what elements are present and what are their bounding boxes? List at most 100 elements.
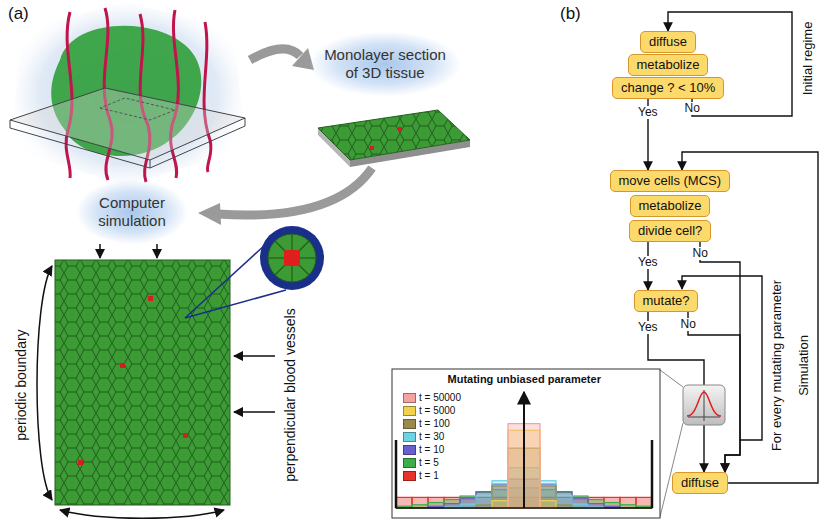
monolayer-slab-part [318, 110, 470, 160]
glow-label: Computer simulation [77, 180, 187, 244]
text-label: Mutating unbiased parameter [446, 373, 603, 386]
legend-entry: t = 50000 [403, 391, 461, 404]
legend-swatch [403, 445, 416, 455]
histogram-bar [524, 424, 540, 508]
histogram-bar [556, 495, 572, 508]
simulation-grid-part [55, 260, 230, 505]
process-box: metabolize [630, 195, 711, 217]
histogram-bar [492, 486, 508, 508]
histogram-bar [572, 499, 588, 508]
process-box: diffuse [640, 31, 696, 53]
blood-vessels-part [170, 10, 178, 178]
histogram-bar [588, 500, 604, 508]
process-box: metabolize [628, 54, 709, 76]
node-text: diffuse [649, 34, 687, 50]
histogram-bar [572, 496, 588, 508]
zoom-callout-part [284, 250, 300, 266]
simulation-grid-part [183, 433, 188, 438]
process-box: divide cell? [629, 220, 711, 242]
gaussian-icon-part [688, 417, 720, 418]
vertical-label: Simulation [796, 335, 811, 396]
node-text: metabolize [637, 57, 700, 73]
vertical-label: perpendicular blood vessels [282, 308, 298, 482]
histogram-bar [540, 501, 556, 508]
histogram-bar [588, 497, 604, 508]
vessel-arrows-part [99, 244, 101, 258]
node-text: move cells (MCS) [619, 173, 722, 189]
periodic-arrows-part [60, 510, 224, 518]
zoom-callout-part [268, 234, 316, 282]
legend-swatch [403, 419, 416, 429]
legend-swatch [403, 406, 416, 416]
vertical-label: For every mutating parameter [770, 279, 785, 450]
gaussian-icon [683, 385, 725, 425]
zoom-callout-part-part [298, 241, 309, 252]
legend-entry: t = 10 [403, 443, 461, 456]
histogram-bar [412, 497, 428, 508]
branch-label: Yes [636, 106, 660, 119]
tissue-3d [10, 2, 245, 185]
histogram-bar [476, 495, 492, 508]
histogram-bar [460, 496, 476, 508]
vertical-label: periodic boundary [12, 329, 28, 440]
process-arrow [198, 168, 372, 225]
histogram-bar [476, 492, 492, 508]
zoom-lines-part [660, 423, 683, 517]
histogram-bar [444, 500, 460, 508]
legend-swatch [403, 393, 416, 403]
legend-entry: t = 100 [403, 417, 461, 430]
histogram-inset-part [392, 369, 660, 518]
histogram-bar [540, 481, 556, 508]
histogram-bar [604, 503, 620, 508]
histogram-inset [392, 369, 660, 518]
gaussian-icon-part [683, 385, 725, 425]
periodic-arrows-part [37, 266, 52, 500]
legend-text: t = 100 [419, 418, 450, 429]
process-box: move cells (MCS) [610, 170, 731, 192]
monolayer-slab [318, 110, 470, 167]
node-text: mutate? [643, 293, 690, 309]
legend-swatch [403, 471, 416, 481]
branch-label: No [683, 102, 702, 115]
legend-text: t = 10 [419, 444, 444, 455]
text-label: (a) [8, 4, 29, 24]
histogram-bar [460, 497, 476, 508]
node-text: diffuse [681, 475, 719, 491]
vessel-arrows [100, 244, 275, 412]
histogram-inset-part [395, 440, 398, 508]
glow-label: Monolayer section of 3D tissue [310, 32, 460, 96]
zoom-callout-part [185, 290, 286, 318]
process-arrow-part [250, 49, 300, 60]
process-arrow-part [198, 203, 221, 225]
zoom-callout-part-part [275, 264, 286, 275]
histogram-bar [636, 497, 652, 508]
gaussian-icon-part [704, 390, 705, 421]
tissue-slab [10, 88, 245, 160]
blood-vessels-part [66, 12, 72, 178]
legend-entry: t = 30 [403, 430, 461, 443]
node-text: metabolize [639, 198, 702, 214]
node-text: Monolayer section of 3D tissue [320, 46, 450, 82]
legend-entry: t = 5 [403, 456, 461, 469]
process-box: change ? < 10% [612, 77, 724, 99]
vessel-arrows-part [234, 411, 275, 413]
histogram-bar [460, 499, 476, 508]
legend-text: t = 1 [419, 470, 439, 481]
zoom-callout-part [268, 234, 316, 282]
histogram-bar [540, 484, 556, 508]
histogram-bar [572, 497, 588, 508]
legend-text: t = 30 [419, 431, 444, 442]
histogram-bar [396, 497, 412, 508]
zoom-callout-part-part [275, 241, 286, 252]
histogram-bar [476, 492, 492, 508]
simulation-grid-part [148, 296, 153, 301]
zoom-callout-part-part [300, 257, 316, 258]
histogram-bar [428, 497, 444, 508]
monolayer-slab-part [370, 146, 374, 150]
histogram-inset-part [523, 392, 525, 508]
zoom-callout-part-part [298, 264, 309, 275]
histogram-bar [444, 497, 460, 508]
legend-entry: t = 5000 [403, 404, 461, 417]
blood-vessels-part [204, 22, 211, 172]
